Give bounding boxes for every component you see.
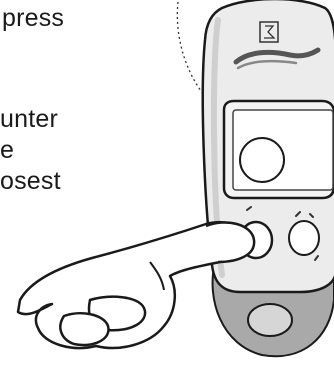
screen-target-circle [240,138,284,182]
finger-curl-2 [60,313,108,345]
device-side-button [289,221,319,255]
handheld-device [203,0,334,356]
base-oval [248,304,292,336]
hand-outline [18,222,244,348]
